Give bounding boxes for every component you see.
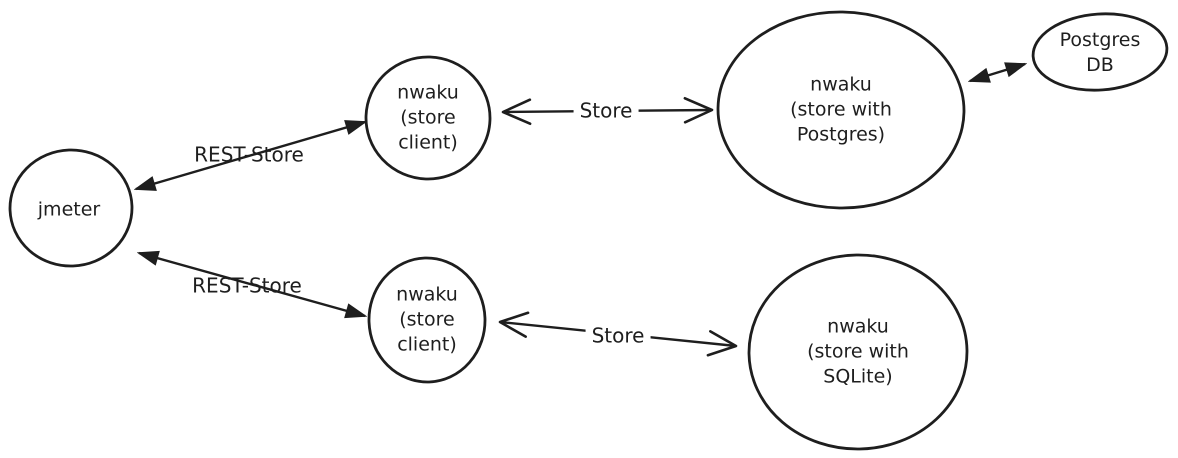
edge-postgres-db-link[interactable] bbox=[970, 64, 1025, 81]
node-store-sqlite[interactable] bbox=[747, 253, 969, 451]
node-jmeter[interactable] bbox=[8, 148, 134, 268]
node-store-client-top[interactable] bbox=[364, 55, 492, 181]
node-store-postgres[interactable] bbox=[716, 10, 966, 210]
node-store-client-bottom[interactable] bbox=[367, 256, 487, 384]
edge-rest-store-bottom[interactable] bbox=[139, 253, 365, 316]
edge-store-top[interactable] bbox=[501, 96, 714, 126]
node-postgres-db[interactable] bbox=[1031, 9, 1170, 94]
edge-rest-store-top[interactable] bbox=[136, 122, 365, 189]
edge-store-bottom[interactable] bbox=[498, 311, 738, 357]
